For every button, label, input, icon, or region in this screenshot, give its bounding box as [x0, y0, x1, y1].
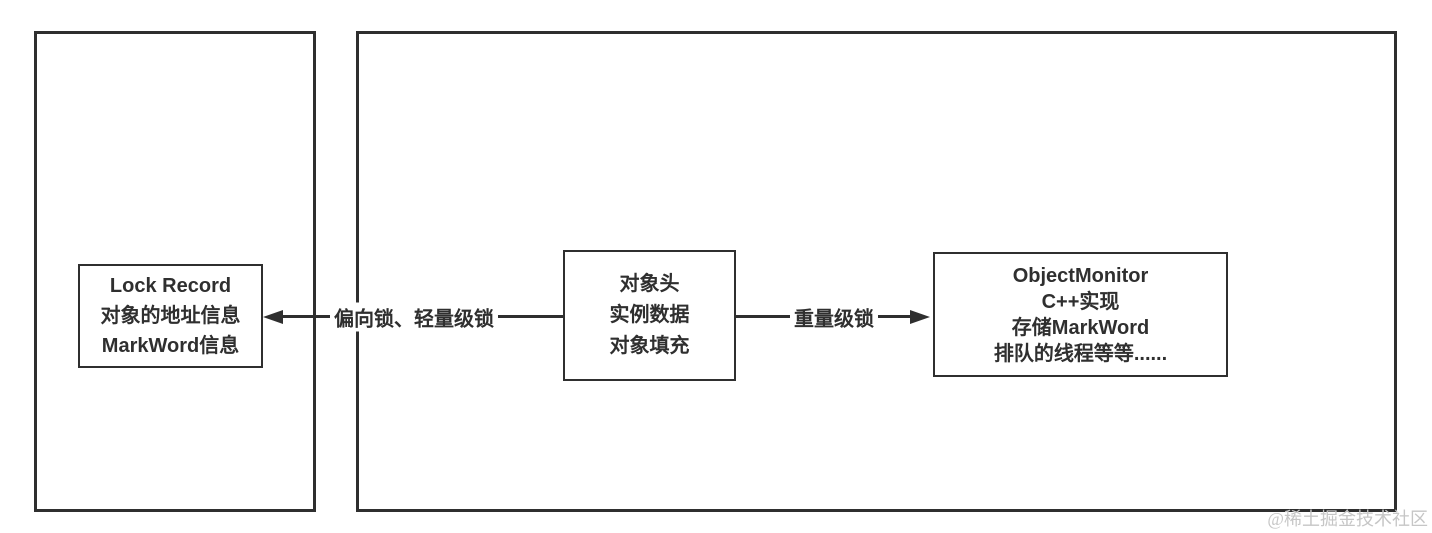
right-arrowhead-icon: [910, 310, 930, 324]
object-monitor-line-1: ObjectMonitor: [1012, 264, 1149, 287]
object-layout-line-2: 实例数据: [609, 304, 690, 326]
object-monitor-line-2: C++实现: [1041, 290, 1120, 313]
object-layout-line-3: 对象填充: [609, 335, 690, 357]
biased-lightweight-arrow-label: 偏向锁、轻量级锁: [330, 302, 498, 332]
object-monitor-box: ObjectMonitor C++实现 存储MarkWord 排队的线程等等..…: [933, 252, 1228, 377]
object-monitor-line-4: 排队的线程等等......: [993, 342, 1168, 365]
left-arrowhead-icon: [263, 310, 283, 324]
right-panel-container: [356, 31, 1397, 512]
watermark: @稀土掘金技术社区: [1267, 509, 1428, 529]
object-monitor-line-3: 存储MarkWord: [1011, 316, 1150, 339]
lock-record-line-3: MarkWord信息: [101, 335, 240, 357]
object-layout-box: 对象头 实例数据 对象填充: [563, 250, 736, 381]
lock-record-box: Lock Record 对象的地址信息 MarkWord信息: [78, 264, 263, 368]
lock-record-line-1: Lock Record: [109, 275, 232, 297]
object-layout-line-1: 对象头: [619, 273, 680, 295]
heavyweight-arrow-label: 重量级锁: [790, 302, 878, 332]
lock-record-line-2: 对象的地址信息: [100, 305, 241, 327]
